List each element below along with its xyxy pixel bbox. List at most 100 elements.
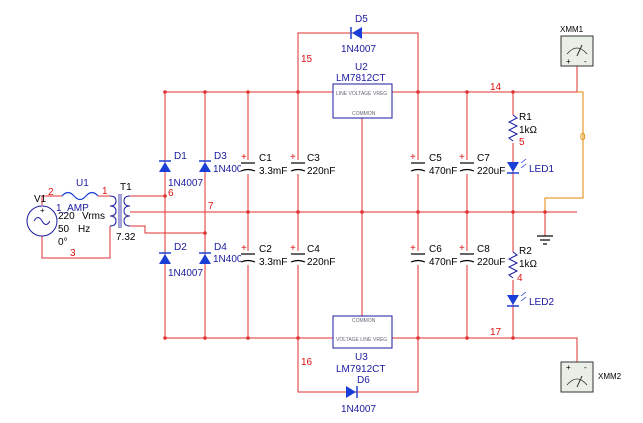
diode-part: 1N4007 [213, 164, 248, 175]
diode-icon [199, 162, 211, 172]
wire-d5-loop-right [366, 32, 419, 92]
diode-d3[interactable]: D3 1N4007 [199, 151, 248, 175]
resistor-ref: R2 [519, 246, 532, 257]
junction-dot [416, 210, 420, 214]
capacitor-ref: C4 [307, 244, 320, 255]
multimeter-body [560, 35, 594, 67]
capacitor-value: 3.3mF [259, 257, 287, 268]
junction-dot [360, 210, 364, 214]
source-frequency-unit: Hz [78, 224, 90, 235]
net-label: 7 [208, 201, 214, 212]
transformer-secondary-icon [123, 195, 131, 227]
led-ref: LED2 [529, 297, 554, 308]
resistor-icon [507, 114, 519, 142]
polarity-plus: + [459, 152, 465, 163]
resistor-value: 1kΩ [519, 125, 537, 136]
led-led2[interactable]: LED2 [507, 291, 554, 308]
junction-dot [416, 336, 420, 340]
diode-ref: D5 [355, 14, 368, 25]
regulator-pin-out: VREG [373, 91, 387, 97]
capacitor-c6[interactable]: + C6 470nF [410, 243, 457, 268]
junction-dot [246, 210, 250, 214]
transformer-ref: T1 [120, 182, 132, 193]
led-led1[interactable]: LED1 [507, 158, 554, 175]
junction-dot [511, 210, 515, 214]
meter-dial-icon [566, 378, 588, 386]
capacitor-c4[interactable]: + C4 220nF [290, 243, 335, 268]
diode-icon [159, 162, 171, 172]
meter-needle [576, 375, 583, 388]
transformer-primary-icon [109, 195, 117, 227]
junction-dots [163, 90, 547, 340]
wire-probe-0 [544, 91, 584, 212]
resistor-value: 1kΩ [519, 259, 537, 270]
transformer-t1[interactable]: T1 7.32 [109, 182, 136, 243]
diode-ref: D3 [214, 151, 227, 162]
fuse-ref: U1 [76, 178, 89, 189]
diode-icon [352, 27, 362, 39]
junction-dot [163, 336, 167, 340]
capacitor-c8[interactable]: + C8 220uF [459, 243, 505, 268]
net-label: 6 [168, 188, 174, 199]
junction-dot [296, 336, 300, 340]
polarity-plus: + [290, 243, 296, 254]
net-label: 15 [301, 54, 313, 65]
junction-dot [465, 336, 469, 340]
junction-dot [246, 336, 250, 340]
multimeter-ref: XMM1 [560, 25, 584, 34]
regulator-pin-common: COMMON [352, 111, 376, 117]
junction-dot [163, 194, 167, 198]
regulator-body [332, 83, 393, 119]
capacitor-ref: C1 [259, 153, 272, 164]
junction-dot [203, 336, 207, 340]
resistor-r1[interactable]: R1 1kΩ [507, 112, 537, 143]
capacitor-value: 470nF [429, 257, 457, 268]
meter-terminal-plus: + [566, 363, 571, 372]
resistor-r2[interactable]: R2 1kΩ [507, 246, 537, 280]
regulator-pin-in: LINE VOLTAGE [336, 91, 372, 97]
capacitor-plate [290, 168, 306, 172]
polarity-plus: + [410, 152, 416, 163]
ac-source-v1[interactable]: + V1 220 Vrms 50 Hz 0° [26, 194, 105, 248]
diode-d4[interactable]: D4 1N4007 [199, 242, 248, 265]
capacitor-c7[interactable]: + C7 220uF [459, 152, 505, 177]
junction-dot [543, 210, 547, 214]
junction-dot [296, 210, 300, 214]
source-phase: 0° [58, 237, 68, 248]
net-label: 2 [48, 187, 54, 198]
regulator-u3[interactable]: COMMON VOLTAGE LINE VREG U3 LM7912CT [332, 315, 393, 375]
diode-d5[interactable]: D5 1N4007 [340, 14, 376, 55]
capacitor-value: 220uF [477, 257, 505, 268]
capacitor-plate [459, 259, 475, 263]
diode-d2[interactable]: D2 1N4007 [159, 242, 203, 279]
wire-t1-sec-bottom [130, 225, 205, 234]
fuse-u1[interactable]: U1 1_AMP [56, 178, 99, 214]
regulator-u2[interactable]: LINE VOLTAGE VREG COMMON U2 LM7812CT [332, 62, 393, 119]
net-label: 14 [490, 82, 502, 93]
junction-dot [203, 90, 207, 94]
diode-part: 1N4007 [168, 268, 203, 279]
source-frequency: 50 [58, 224, 70, 235]
diode-d1[interactable]: D1 1N4007 [159, 151, 203, 189]
regulator-pin-out: VREG [373, 337, 387, 343]
regulator-body [332, 315, 393, 349]
capacitor-c2[interactable]: + C2 3.3mF [240, 243, 287, 268]
junction-dot [296, 90, 300, 94]
junction-dot [511, 90, 515, 94]
capacitor-c3[interactable]: + C3 220nF [290, 152, 335, 177]
diode-d6[interactable]: D6 1N4007 [340, 375, 376, 415]
junction-dot [246, 90, 250, 94]
wire-bottom-rail-out [392, 337, 578, 362]
net-label: 3 [70, 248, 76, 259]
capacitor-c5[interactable]: + C5 470nF [410, 152, 457, 177]
capacitor-value: 470nF [429, 166, 457, 177]
diode-part: 1N4007 [341, 404, 376, 415]
multimeter-xmm2[interactable]: + - XMM2 [560, 361, 622, 393]
capacitor-c1[interactable]: + C1 3.3mF [240, 152, 287, 177]
regulator-pin-common: COMMON [352, 318, 376, 324]
capacitor-ref: C6 [429, 244, 442, 255]
led-icon [507, 162, 519, 172]
meter-terminal-plus: + [566, 57, 571, 66]
multimeter-xmm1[interactable]: + - XMM1 [560, 25, 594, 67]
